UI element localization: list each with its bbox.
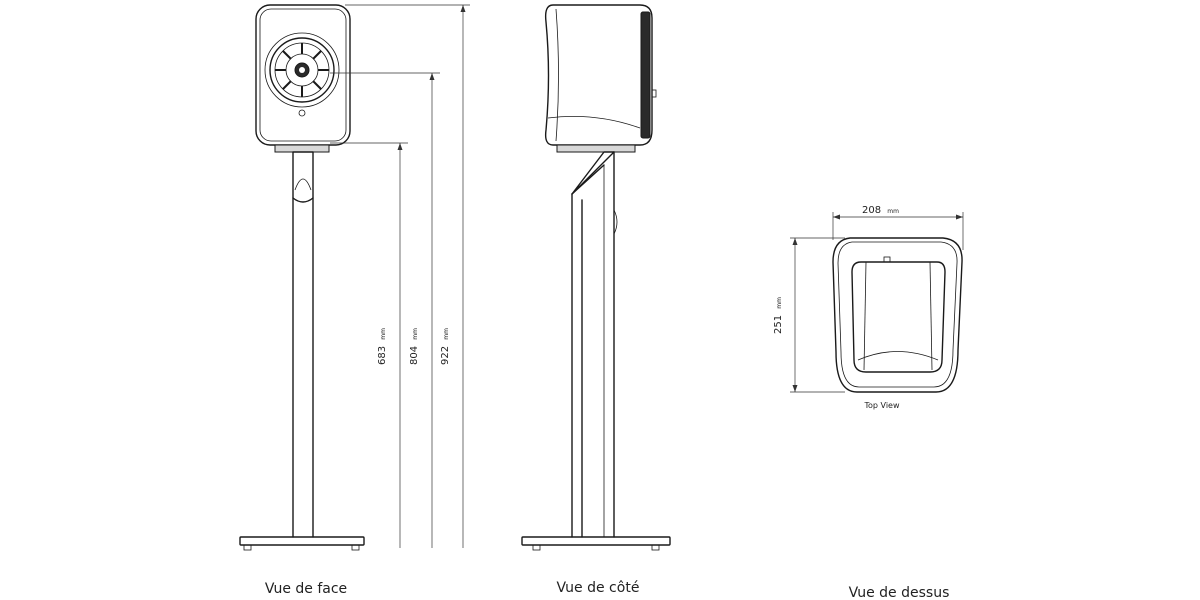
top-view-dimensions — [790, 212, 964, 393]
top-view-drawing — [832, 237, 963, 393]
dim-label-251: 251 mm — [773, 297, 784, 334]
caption-side-view: Vue de côté — [557, 580, 640, 596]
height-dimensions — [330, 4, 470, 548]
driver-spokes — [275, 43, 329, 97]
dim-label-804: 804 mm — [409, 328, 420, 365]
dim-label-208: 208 mm — [862, 205, 899, 216]
top-view-label: Top View — [863, 401, 899, 410]
dim-label-683: 683 mm — [377, 328, 388, 365]
side-view-drawing — [521, 4, 671, 551]
caption-top-view: Vue de dessus — [849, 585, 950, 600]
front-view-drawing — [239, 4, 365, 551]
caption-front-view: Vue de face — [265, 581, 347, 597]
dim-label-922: 922 mm — [440, 328, 451, 365]
